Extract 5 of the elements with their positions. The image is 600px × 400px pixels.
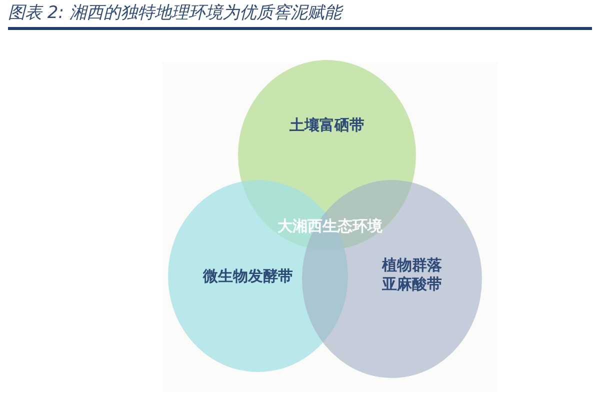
circle-label: 微生物发酵带 [203, 266, 293, 286]
circle-label: 植物群落亚麻酸带 [380, 256, 443, 294]
circle-label: 土壤富硒带 [290, 116, 364, 134]
overlap-label: 大湘西生态环境 [276, 217, 384, 236]
figure-title: 图表 2: 湘西的独特地理环境为优质窖泥赋能 [8, 3, 342, 23]
